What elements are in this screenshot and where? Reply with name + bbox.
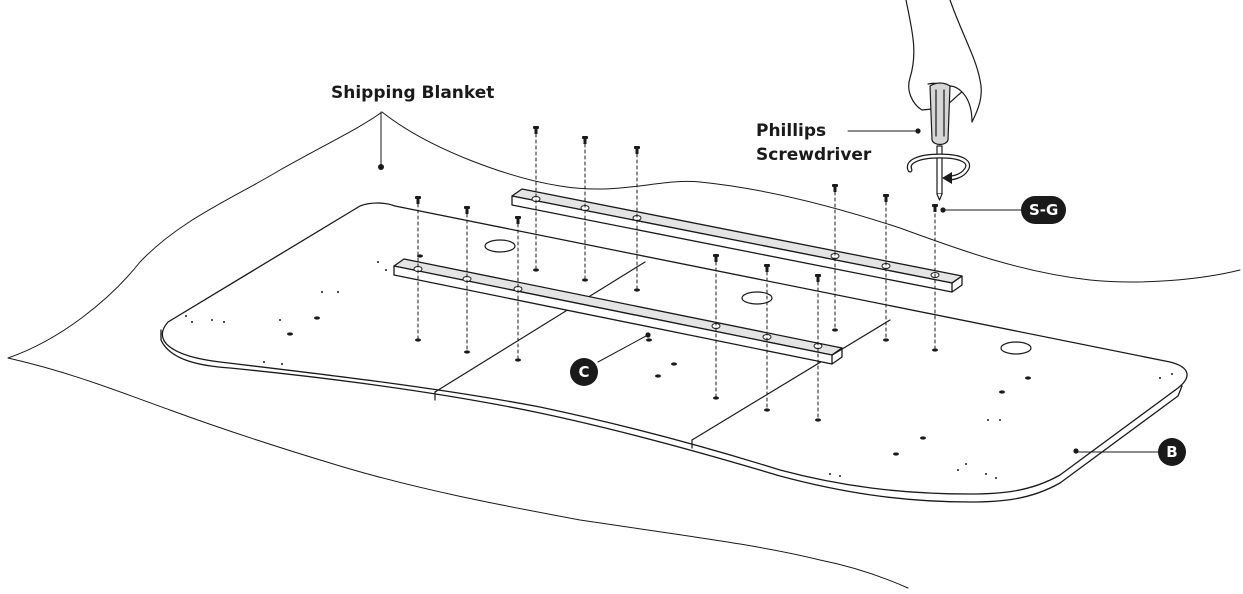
desktop-seam-right	[691, 319, 891, 441]
brace-leader-line	[597, 335, 647, 363]
rear-cross-brace	[511, 188, 963, 293]
screwdriver-handle	[929, 82, 951, 146]
shipping-blanket	[7, 111, 1241, 589]
screw-alignment-guides	[417, 133, 936, 419]
screw-part-badge: S-G	[1021, 196, 1067, 224]
screw-icon	[634, 146, 640, 154]
screw-icon	[713, 254, 719, 262]
desktop-edge-thickness	[160, 329, 1183, 503]
screw-icon	[764, 264, 770, 272]
blanket-leader-dot	[378, 164, 384, 170]
grommet-hole-3	[1000, 341, 1032, 355]
desktop-part-badge: B	[1158, 438, 1186, 466]
screw-icon	[883, 194, 889, 202]
grommet-hole-2	[741, 291, 773, 305]
screw-icon	[464, 206, 470, 214]
shipping-blanket-label: Shipping Blanket	[331, 83, 495, 103]
screw-icon	[515, 216, 521, 224]
screw-icons	[415, 126, 938, 282]
screwdriver-label-line2: Screwdriver	[756, 145, 872, 165]
grommet-hole-1	[484, 239, 516, 253]
screwdriver-tip	[936, 193, 943, 201]
screw-icon	[832, 184, 838, 192]
brace-part-badge: C	[570, 358, 598, 386]
desktop-panel	[160, 202, 1188, 503]
screwdriver-label-line1: Phillips	[756, 121, 827, 141]
desktop-top-surface	[161, 202, 1188, 495]
screw-icon	[415, 196, 421, 204]
desktop-pilot-holes	[287, 254, 1031, 456]
screwdriver-shaft	[936, 145, 943, 195]
screw-icon	[582, 136, 588, 144]
desktop-seam-left	[434, 261, 646, 393]
screw-icon	[932, 204, 938, 212]
screw-icon	[815, 274, 821, 282]
clockwise-rotation-arrow-icon	[906, 153, 971, 184]
phillips-screwdriver	[929, 82, 951, 201]
screw-icon	[533, 126, 539, 134]
